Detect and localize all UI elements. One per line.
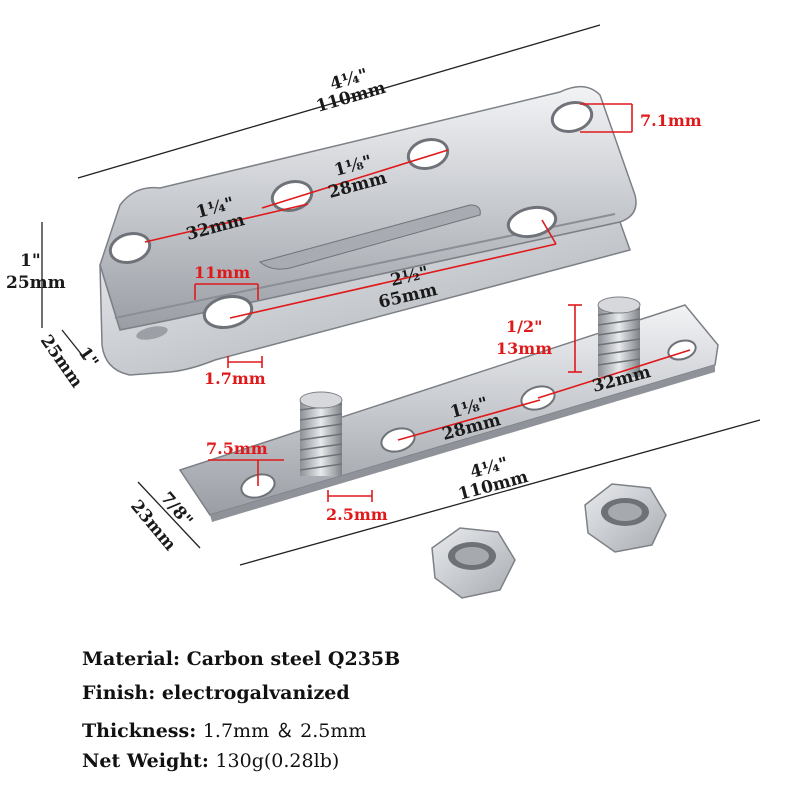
- spec-material: Material: Carbon steel Q235B: [82, 648, 401, 670]
- spec-finish: Finish: electrogalvanized: [82, 682, 350, 704]
- svg-text:13mm: 13mm: [496, 339, 552, 358]
- spec-thickness: Thickness: 1.7mm ＆ 2.5mm: [82, 720, 367, 742]
- svg-text:1/2": 1/2": [506, 317, 542, 336]
- bracket-length-label: 4¼" 110mm: [314, 65, 388, 117]
- bracket-hole: [108, 232, 152, 264]
- bracket-horizontal-face: [99, 221, 631, 376]
- bracket-hole: [406, 138, 450, 170]
- hex-nut-right: [584, 483, 667, 553]
- plate-stud-height-label: 1/2" 13mm: [496, 317, 552, 358]
- l-bracket: [99, 86, 637, 376]
- hex-nut-left: [431, 527, 516, 599]
- red-dimension-lines: [144, 103, 691, 502]
- bracket-slot: [258, 204, 481, 270]
- bracket-hole-dia: 7.1mm: [640, 111, 702, 130]
- bracket-hole: [270, 180, 314, 212]
- bracket-slot-width: 11mm: [194, 263, 250, 282]
- spec-net-weight: Net Weight: 130g(0.28lb): [82, 750, 340, 772]
- bracket-vertical-face: [99, 86, 637, 331]
- bracket-hole: [550, 101, 594, 133]
- plate-hole-dia: 7.5mm: [206, 439, 268, 458]
- bracket-height-label: 1" 25mm: [6, 251, 66, 293]
- svg-text:1": 1": [20, 251, 41, 271]
- bracket-thickness: 1.7mm: [204, 369, 266, 388]
- threaded-stud-right: [597, 296, 641, 377]
- plate-length-label: 4¼" 110mm: [456, 454, 530, 505]
- plate-thickness: 2.5mm: [326, 505, 388, 524]
- threaded-stud-left: [299, 391, 343, 476]
- dimension-lines: [41, 24, 761, 566]
- bracket-slot-small: [136, 326, 168, 340]
- bracket-hole: [202, 295, 254, 329]
- bracket-depth-label: 1" 25mm: [36, 331, 102, 391]
- stud-plate: [178, 296, 719, 522]
- plate-width-label: 7/8" 23mm: [126, 488, 196, 555]
- svg-text:25mm: 25mm: [6, 273, 66, 293]
- bracket-hole: [506, 205, 558, 239]
